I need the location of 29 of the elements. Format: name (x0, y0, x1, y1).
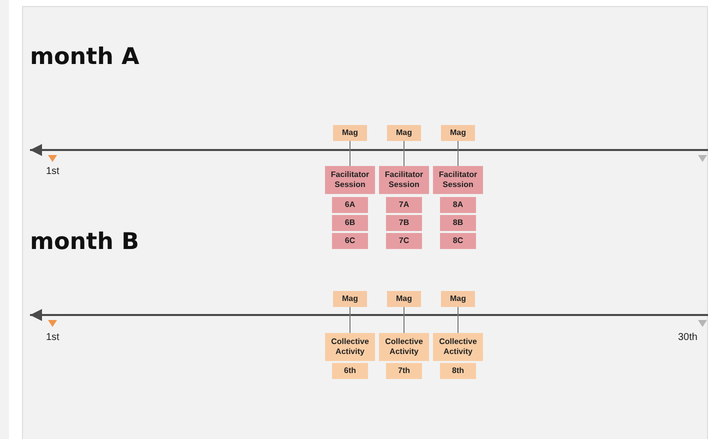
timeline-box: 8A (440, 197, 476, 213)
timeline-box: Facilitator Session (379, 166, 429, 194)
timeline-box: Collective Activity (379, 333, 429, 361)
timeline-box: 7A (386, 197, 422, 213)
timeline-box: 7th (386, 363, 422, 379)
timeline-box: Mag (441, 125, 475, 141)
date-label: 1st (46, 166, 60, 177)
date-label: 30th (678, 332, 698, 343)
timeline-box: Mag (333, 291, 367, 307)
timeline-box: 7B (386, 215, 422, 231)
timeline-box: 6th (332, 363, 368, 379)
timeline-box: 8C (440, 233, 476, 249)
timeline-box: 7C (386, 233, 422, 249)
section-heading: month B (30, 229, 140, 255)
timeline-box: 6B (332, 215, 368, 231)
timeline-box: 8B (440, 215, 476, 231)
section-heading: month A (30, 44, 140, 70)
timeline-box: Mag (387, 291, 421, 307)
timeline-box: Mag (333, 125, 367, 141)
timeline-box: 6C (332, 233, 368, 249)
timeline-box: 8th (440, 363, 476, 379)
timeline-box: Collective Activity (433, 333, 483, 361)
timeline-box: Collective Activity (325, 333, 375, 361)
timeline-box: Facilitator Session (433, 166, 483, 194)
timeline-box: Mag (387, 125, 421, 141)
timeline-box: Mag (441, 291, 475, 307)
timeline-box: 6A (332, 197, 368, 213)
timeline-box: Facilitator Session (325, 166, 375, 194)
date-label: 1st (46, 332, 60, 343)
